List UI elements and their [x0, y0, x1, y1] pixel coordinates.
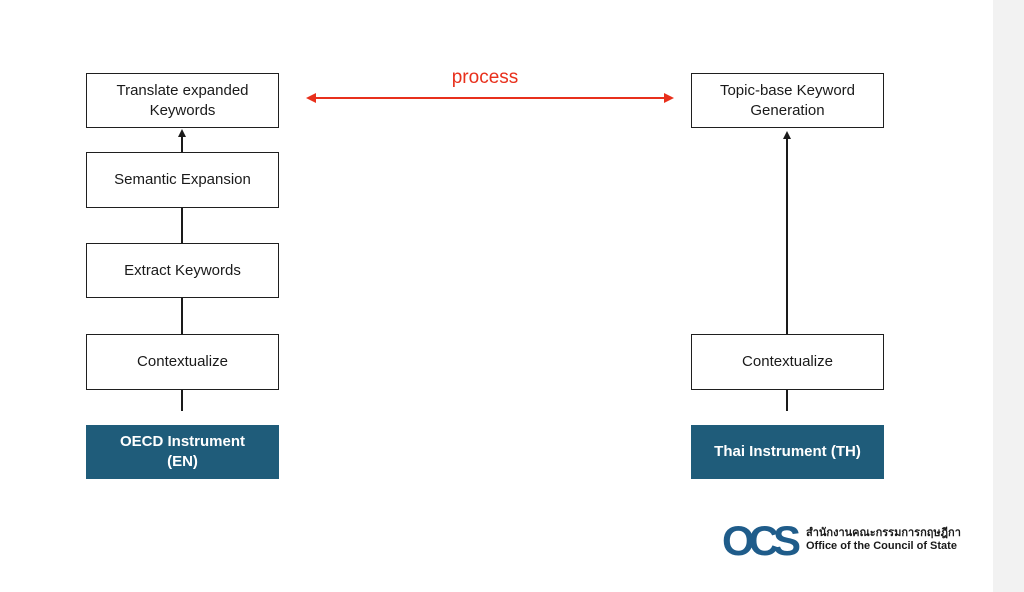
connector-lines — [178, 93, 791, 411]
contextualize-left-box: Contextualize — [86, 334, 279, 390]
translate-expanded-keywords-box: Translate expanded Keywords — [86, 73, 279, 128]
logo-name-english: Office of the Council of State — [806, 540, 957, 552]
semantic-expansion-box: Semantic Expansion — [86, 152, 279, 208]
contextualize-right-box: Contextualize — [691, 334, 884, 390]
oecd-instrument-box: OECD Instrument (EN) — [86, 425, 279, 479]
process-label: process — [451, 67, 519, 88]
logo-name-thai: สำนักงานคณะกรรมการกฤษฎีกา — [806, 527, 961, 539]
ocs-logo-mark: OCS — [722, 517, 801, 564]
slide-canvas: process Translate expanded Keywords Sema… — [0, 0, 993, 592]
ocs-logo: OCS สำนักงานคณะกรรมการกฤษฎีกา Office of … — [722, 519, 972, 563]
extract-keywords-box: Extract Keywords — [86, 243, 279, 298]
thai-instrument-box: Thai Instrument (TH) — [691, 425, 884, 479]
topic-base-keyword-generation-box: Topic-base Keyword Generation — [691, 73, 884, 128]
